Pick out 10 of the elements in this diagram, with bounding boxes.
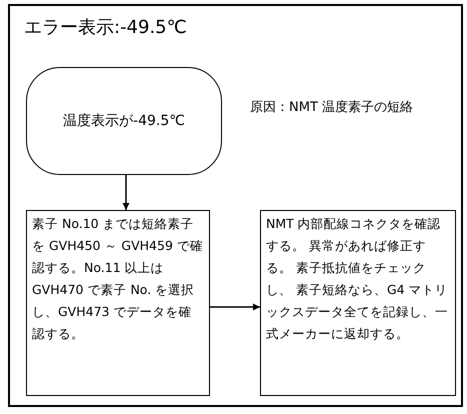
box-text: NMT 内部配線コネクタを確認する。 異常があれば修正する。 素子抵抗値をチェックし、 素子短絡なら、G4 マトリックスデータ全てを記録し、一式メーカーに返却する。	[266, 215, 449, 343]
box-text: 素子 No.10 までは短絡素子を GVH450 ～ GVH459 で確認する。No.11 以上は GVH470 で素子 No. を選択し、GVH473 でデータを確認する。	[32, 215, 204, 343]
arrow	[122, 175, 130, 210]
box-text: 温度表示が-49.5℃	[63, 112, 185, 131]
note-text: 原因：NMT 温度素子の短絡	[250, 99, 414, 117]
rounded-box	[26, 67, 222, 175]
diagram-title: エラー表示:-49.5℃	[24, 16, 187, 40]
process-box	[26, 210, 210, 396]
process-box	[260, 210, 456, 396]
arrow	[210, 304, 260, 310]
